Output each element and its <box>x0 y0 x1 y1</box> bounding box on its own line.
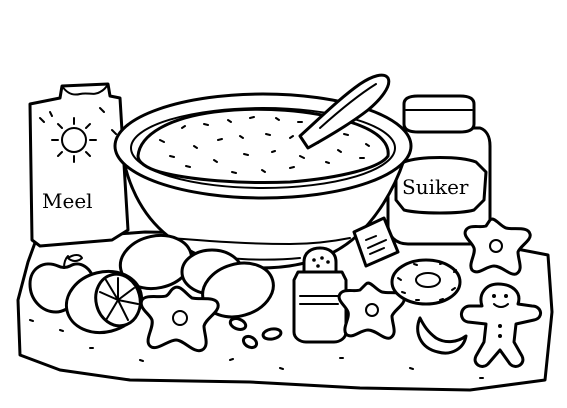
mixing-bowl <box>113 73 413 270</box>
sugar-label: Suiker <box>402 175 469 199</box>
eggs <box>118 233 275 319</box>
star-cookie-left <box>139 285 220 353</box>
gingerbread-cookie <box>460 282 542 368</box>
flour-bag: Meel <box>28 82 130 248</box>
sun-icon <box>51 117 97 163</box>
wooden-spoon <box>298 73 391 150</box>
crumbs <box>29 319 484 379</box>
crescent-cookie <box>416 316 468 355</box>
lemon <box>64 269 144 335</box>
recipe-note <box>352 216 400 268</box>
salt-shaker <box>292 246 348 344</box>
almonds <box>228 317 283 350</box>
flour-label: Meel <box>42 189 93 213</box>
ring-cookie <box>390 258 462 306</box>
star-cookie-right <box>463 217 532 276</box>
sugar-jar: Suiker <box>386 94 492 246</box>
